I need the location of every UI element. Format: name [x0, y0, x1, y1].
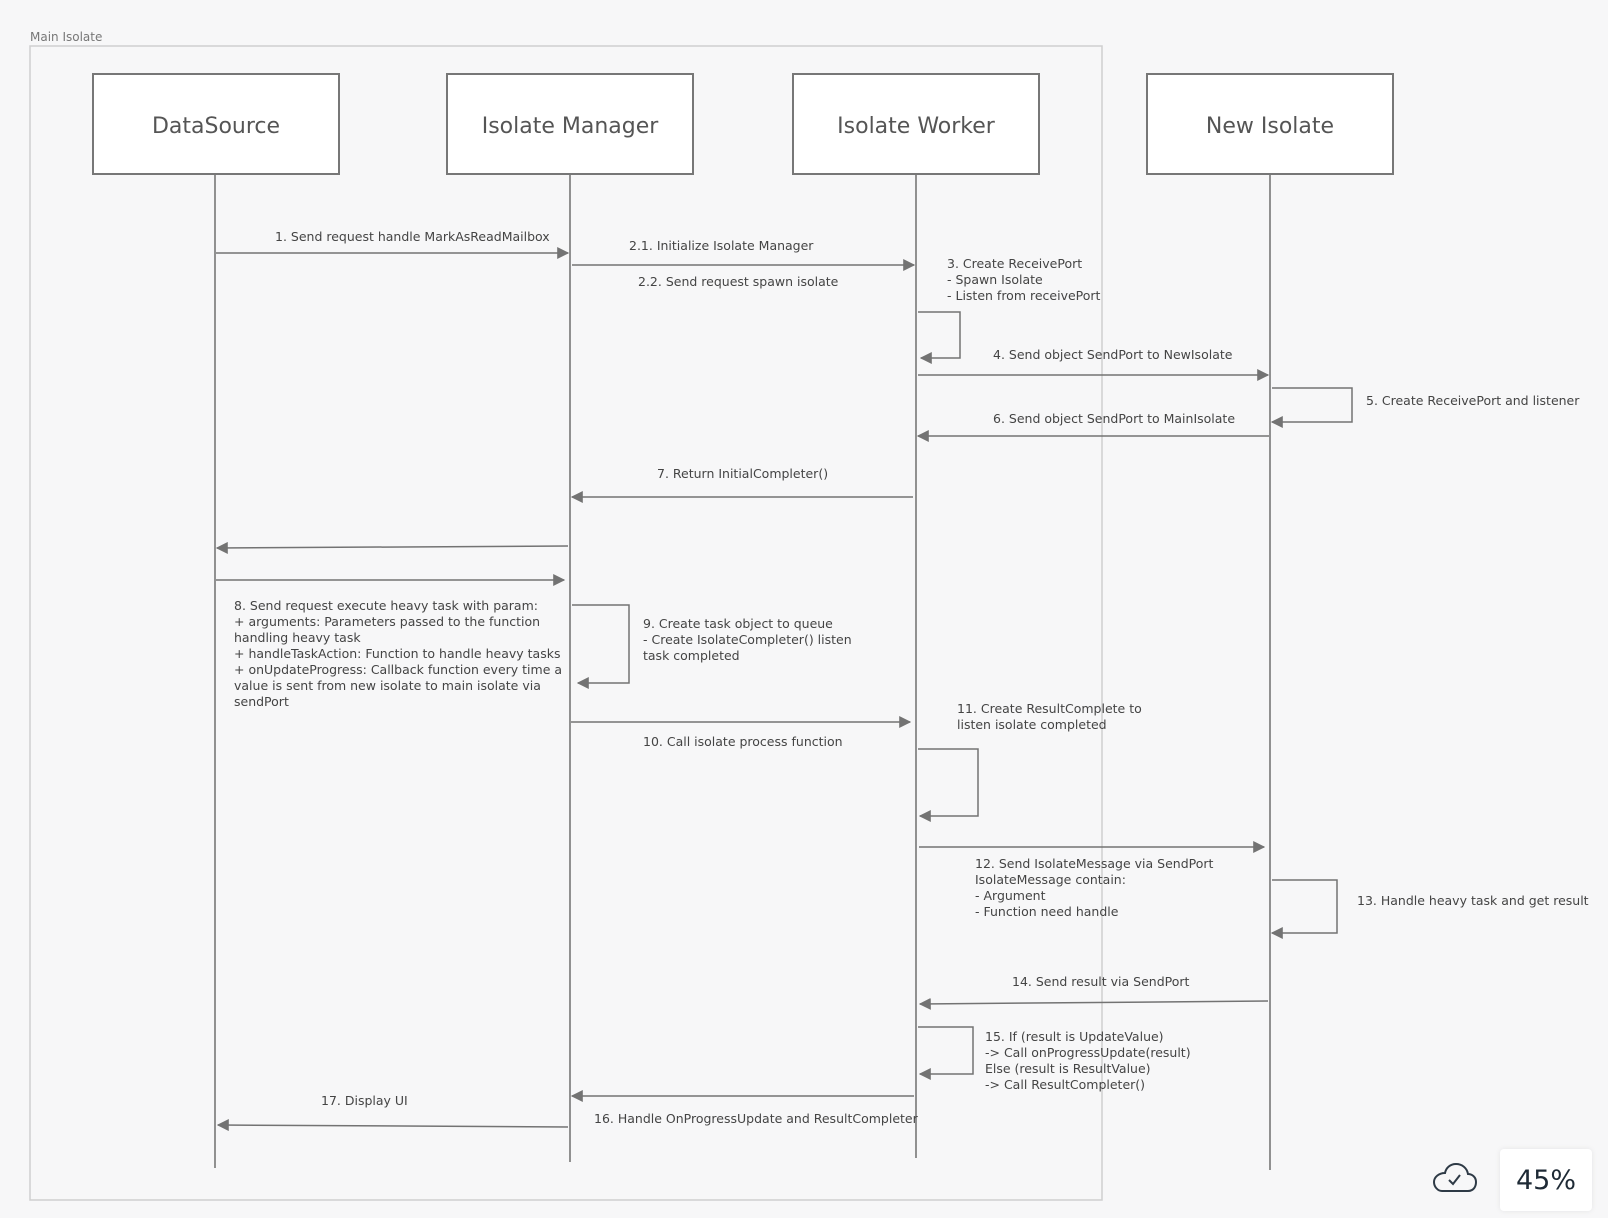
label-m8: 8. Send request execute heavy task with …: [234, 598, 566, 709]
label-m11: 11. Create ResultComplete to listen isol…: [957, 701, 1146, 732]
main-isolate-label: Main Isolate: [30, 30, 102, 44]
label-m4: 4. Send object SendPort to NewIsolate: [993, 347, 1233, 362]
label-m2-1: 2.1. Initialize Isolate Manager: [629, 238, 814, 253]
actor-isolate-worker[interactable]: Isolate Worker: [792, 73, 1040, 175]
label-m3: 3. Create ReceivePort - Spawn Isolate - …: [947, 256, 1101, 303]
zoom-level-text: 45%: [1515, 1164, 1576, 1196]
zoom-level-indicator[interactable]: 45%: [1500, 1149, 1592, 1211]
actor-datasource[interactable]: DataSource: [92, 73, 340, 175]
label-m15: 15. If (result is UpdateValue) -> Call o…: [985, 1029, 1195, 1092]
label-m12: 12. Send IsolateMessage via SendPort Iso…: [975, 856, 1217, 919]
arrow-m13-self: [1270, 879, 1338, 939]
label-m1: 1. Send request handle MarkAsReadMailbox: [275, 229, 550, 244]
lifelines: [214, 174, 1271, 1170]
actor-isolate-manager[interactable]: Isolate Manager: [446, 73, 694, 175]
actor-datasource-label: DataSource: [152, 114, 280, 139]
label-m5: 5. Create ReceivePort and listener: [1366, 393, 1580, 408]
main-isolate-frame[interactable]: Main Isolate: [29, 30, 1103, 1201]
arrow-m15-self: [918, 1026, 974, 1080]
arrow-return-to-datasource: [215, 541, 569, 554]
arrow-m17: [216, 1119, 569, 1132]
label-m9: 9. Create task object to queue - Create …: [643, 616, 856, 663]
actor-isolate-manager-label: Isolate Manager: [482, 114, 660, 139]
label-m6: 6. Send object SendPort to MainIsolate: [993, 411, 1235, 426]
arrow-m11-self: [918, 748, 979, 822]
message-labels: 1. Send request handle MarkAsReadMailbox…: [234, 229, 1589, 1126]
arrow-m3-self: [918, 311, 961, 364]
label-m16: 16. Handle OnProgressUpdate and ResultCo…: [594, 1111, 919, 1126]
actor-new-isolate-label: New Isolate: [1206, 114, 1334, 139]
message-arrows: [215, 247, 1353, 1132]
cloud-check-icon[interactable]: [1430, 1161, 1478, 1195]
label-m2-2: 2.2. Send request spawn isolate: [638, 274, 839, 289]
actor-isolate-worker-label: Isolate Worker: [837, 114, 996, 139]
label-m14: 14. Send result via SendPort: [1012, 974, 1190, 989]
actor-new-isolate[interactable]: New Isolate: [1146, 73, 1394, 175]
arrow-m14: [918, 997, 1269, 1010]
arrow-m5-self: [1270, 387, 1353, 428]
arrow-m9-self: [572, 604, 630, 689]
label-m10: 10. Call isolate process function: [643, 734, 843, 749]
label-m7: 7. Return InitialCompleter(): [657, 466, 828, 481]
label-m13: 13. Handle heavy task and get result: [1357, 893, 1589, 908]
label-m17: 17. Display UI: [321, 1093, 408, 1108]
